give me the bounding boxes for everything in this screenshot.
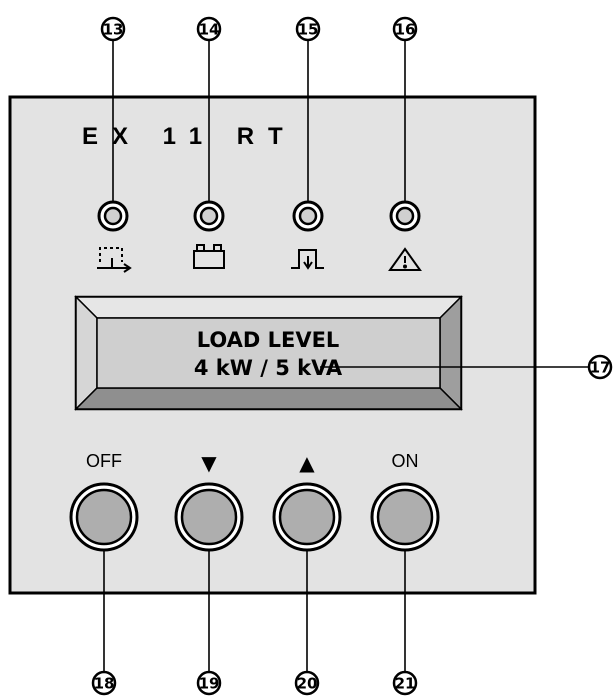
svg-text:20: 20 [297,675,318,693]
warning-icon [388,247,422,271]
callout-19: 19 [196,670,222,696]
lcd-line-2: 4 kW / 5 kVA [194,356,343,380]
on-button[interactable] [370,482,440,552]
bypass-icon [291,249,324,270]
down-button[interactable] [174,482,244,552]
up-button-label: ▲ [299,451,315,475]
callout-21: 21 [392,670,418,696]
battery-icon [193,244,225,269]
callout-16: 16 [392,16,418,42]
off-button-label: OFF [86,451,122,471]
ac-input-icon [97,247,132,273]
svg-text:16: 16 [395,21,416,39]
svg-text:13: 13 [103,21,124,39]
svg-text:19: 19 [199,675,220,693]
svg-text:15: 15 [298,21,319,39]
up-button[interactable] [272,482,342,552]
lcd-line-1: LOAD LEVEL [197,328,340,352]
brand-label: EX 11 RT [82,123,297,150]
callout-13: 13 [100,16,126,42]
callout-17: 17 [587,354,613,380]
callout-15: 15 [295,16,321,42]
off-button[interactable] [69,482,139,552]
svg-text:17: 17 [590,359,611,377]
down-button-label: ▼ [201,451,217,475]
on-button-label: ON [392,451,419,471]
led-bypass [292,200,324,232]
callout-14: 14 [196,16,222,42]
led-battery [193,200,225,232]
lcd-display: LOAD LEVEL 4 kW / 5 kVA [74,295,463,411]
callout-20: 20 [294,670,320,696]
led-fault [389,200,421,232]
callout-18: 18 [91,670,117,696]
top-leader-lines [112,40,406,204]
svg-text:21: 21 [395,675,416,693]
svg-text:18: 18 [94,675,115,693]
svg-text:14: 14 [199,21,220,39]
lcd-screen [96,317,441,389]
led-ac [97,200,129,232]
